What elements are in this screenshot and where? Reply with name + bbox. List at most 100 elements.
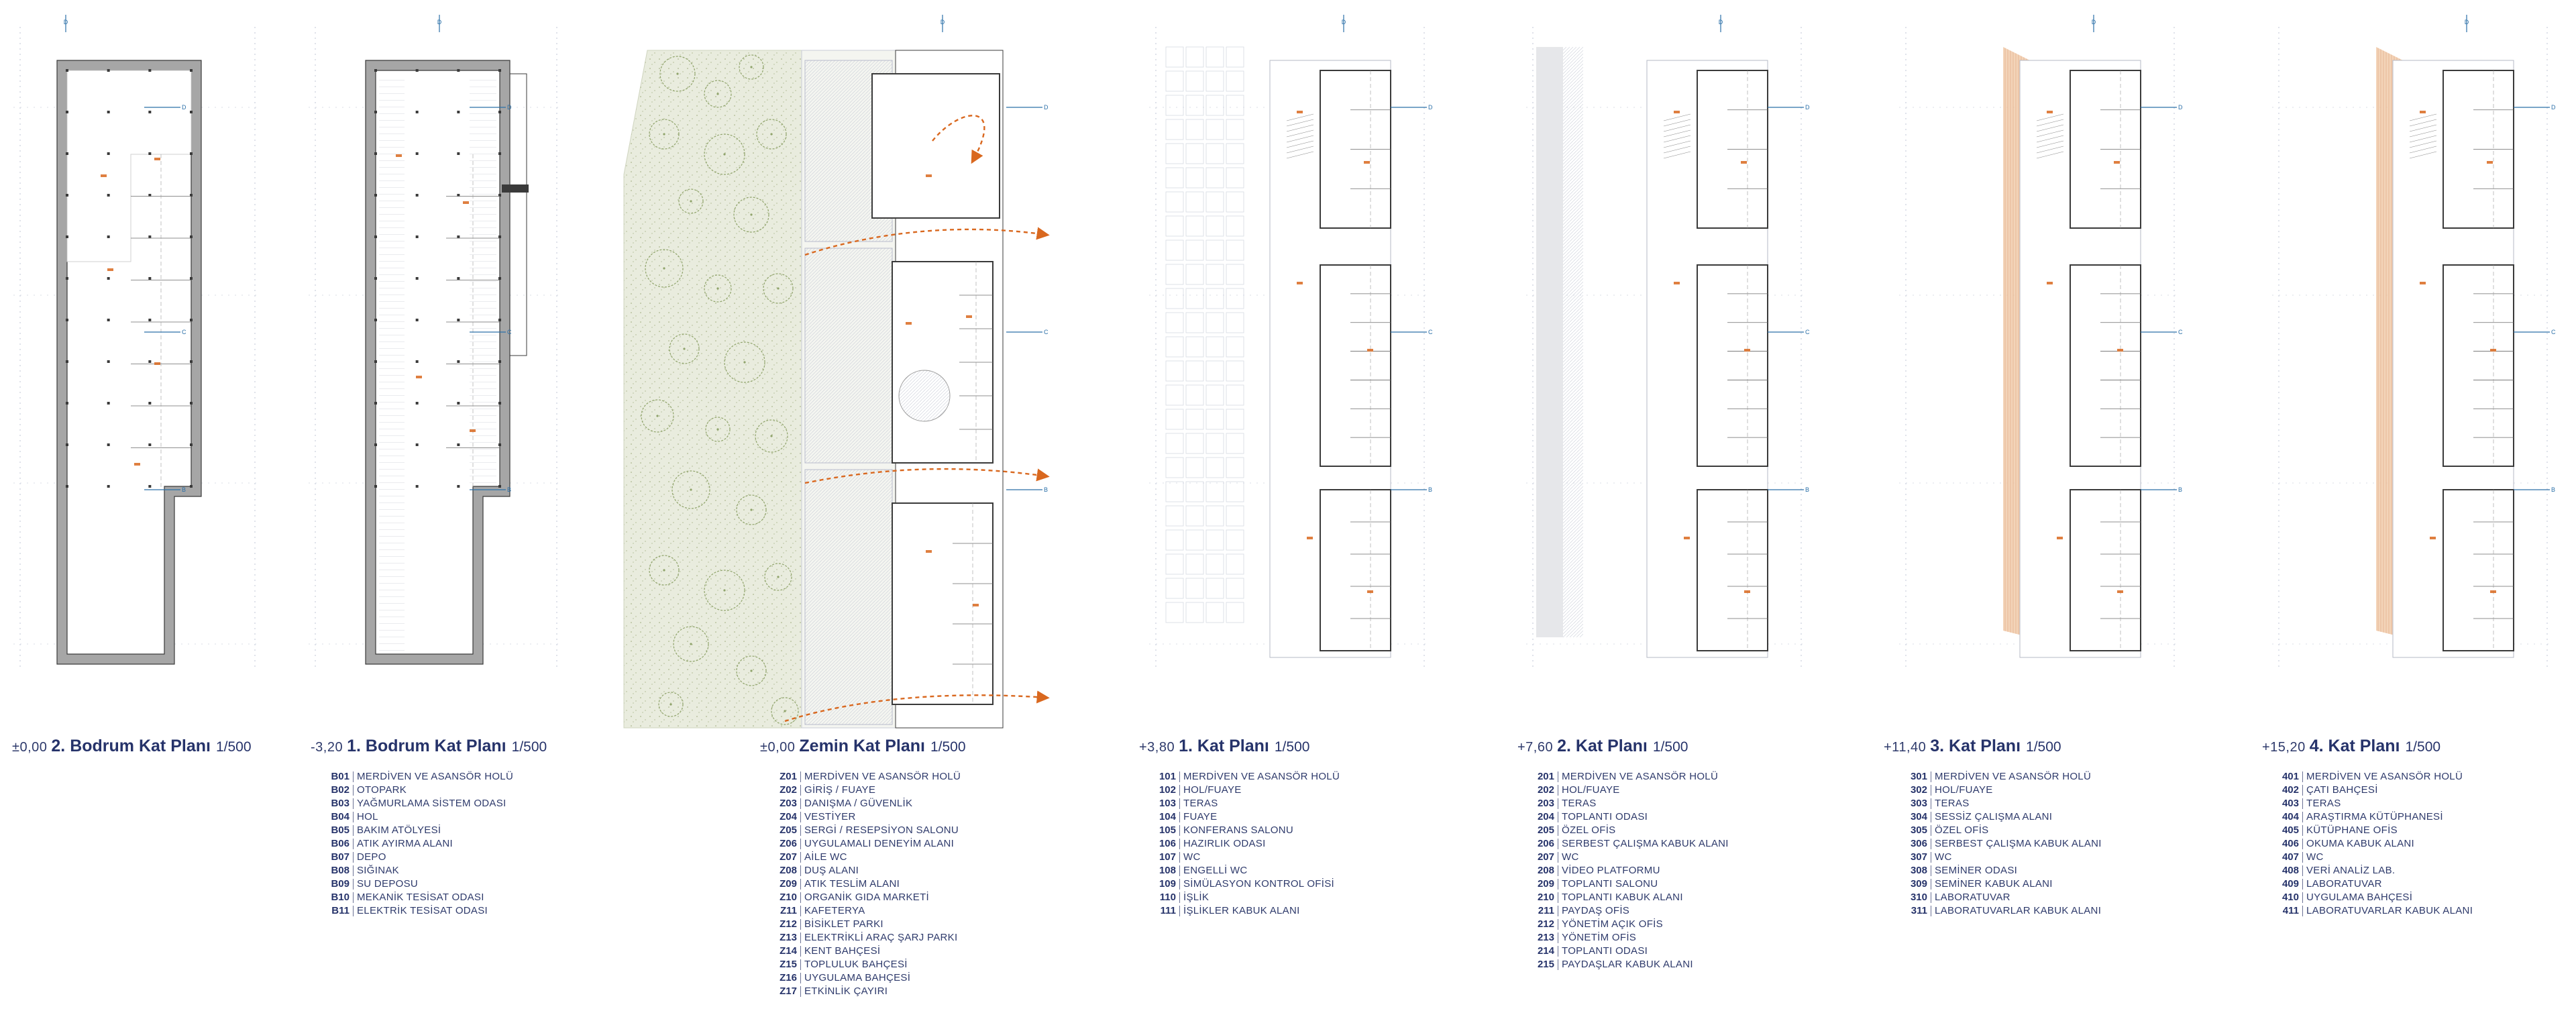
column: [107, 235, 110, 238]
column: [107, 360, 110, 363]
room-tag: [463, 201, 469, 204]
facade-panel: [1185, 119, 1204, 140]
room-name: UYGULAMA BAHÇESİ: [2306, 892, 2413, 903]
legend-separator: [800, 839, 801, 849]
stair-tread: [1286, 140, 1314, 148]
stair-tread: [2409, 129, 2437, 138]
room-code: 107: [1159, 851, 1176, 863]
room-name: TOPLANTI ODASI: [1562, 945, 1648, 957]
column: [148, 69, 152, 72]
column: [415, 194, 419, 197]
stair-tread: [1663, 140, 1691, 148]
legend-separator: [2302, 771, 2303, 782]
room-name: GİRİŞ / FUAYE: [804, 784, 876, 796]
facade-panel: [1226, 167, 1244, 189]
legend-separator: [1179, 812, 1180, 822]
facade-panel: [1165, 360, 1184, 382]
legend-separator: [800, 771, 801, 782]
axis-marker: C: [2178, 329, 2183, 335]
plan-level: ±0,00: [760, 740, 796, 755]
tree-canopy: [645, 249, 684, 288]
facade-panel: [1165, 312, 1184, 333]
column: [107, 69, 110, 72]
room-name: PAYDAŞLAR KABUK ALANI: [1562, 959, 1693, 970]
facade-panel: [1226, 312, 1244, 333]
room-code: Z11: [780, 905, 797, 916]
room-tag: [1674, 111, 1680, 113]
room-code: B04: [331, 811, 350, 822]
stair-tread: [2036, 119, 2064, 127]
facade-panel: [1185, 191, 1204, 213]
room-tag: [1297, 111, 1303, 113]
tree-canopy: [673, 626, 709, 662]
legend-separator: [1179, 839, 1180, 849]
room-code: 104: [1159, 811, 1176, 822]
circulation-arrow: [932, 115, 985, 164]
room-tag: [973, 604, 979, 606]
room-code: 404: [2282, 811, 2299, 822]
circulation-arrow: [784, 690, 1050, 722]
tree-canopy: [649, 119, 680, 150]
room-code: 210: [1537, 892, 1554, 903]
room-name: SIĞINAK: [357, 865, 399, 876]
room-name: MERDİVEN VE ASANSÖR HOLÜ: [1562, 771, 1719, 782]
room-name: WC: [1935, 851, 1952, 863]
room-name: DUŞ ALANI: [804, 865, 859, 876]
facade-panel: [1185, 481, 1204, 502]
stair-tread: [2036, 124, 2064, 132]
facade-panel: [1226, 46, 1244, 68]
room-code: Z02: [780, 784, 797, 796]
room-name: ELEKTRİK TESİSAT ODASI: [357, 905, 488, 916]
column: [498, 235, 501, 238]
room-name: ATIK AYIRMA ALANI: [357, 838, 453, 849]
room-name: HOL/FUAYE: [1183, 784, 1242, 796]
core-block: [1697, 264, 1768, 467]
floor-slab: [2392, 60, 2514, 658]
facade-panel: [1205, 505, 1224, 527]
paved-plaza: [804, 248, 893, 464]
column: [190, 360, 193, 363]
room-name: SERGİ / RESEPSİYON SALONU: [804, 824, 959, 836]
tree-trunk: [716, 287, 719, 290]
column: [498, 443, 501, 446]
plan-scale: 1/500: [2026, 739, 2061, 755]
room-name: BAKIM ATÖLYESİ: [357, 824, 441, 836]
legend-separator: [1179, 825, 1180, 836]
room-code: Z15: [780, 959, 797, 970]
room-code: Z16: [780, 972, 797, 983]
column: [66, 402, 68, 405]
plan-title-row: +11,40 3. Kat Planı 1/500: [1884, 737, 2061, 763]
column: [457, 277, 460, 280]
tree-trunk: [690, 200, 692, 203]
room-name: ÖZEL OFİS: [1935, 824, 1989, 836]
room-code: 302: [1910, 784, 1927, 796]
facade-panel: [1185, 457, 1204, 478]
facade-panel: [1205, 215, 1224, 237]
facade-panel: [1185, 167, 1204, 189]
facade-panel: [1226, 505, 1244, 527]
room-name: TOPLANTI SALONU: [1562, 878, 1658, 890]
room-tag: [154, 158, 160, 160]
